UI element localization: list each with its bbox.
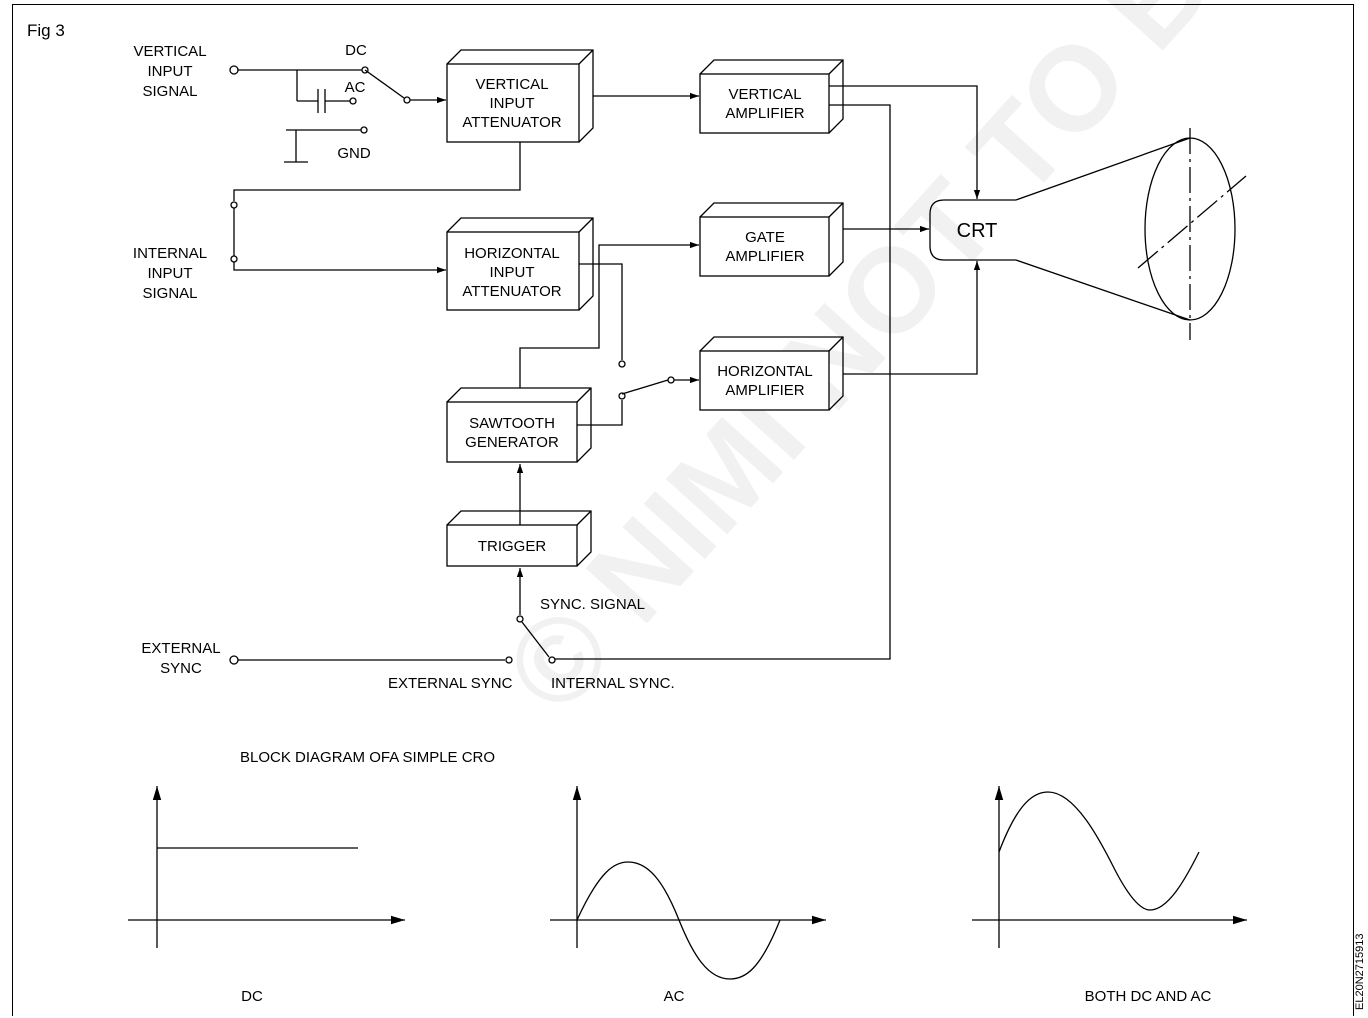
dc-waveform (128, 786, 405, 948)
vertical-amplifier: VERTICAL AMPLIFIER (699, 59, 844, 134)
internal-input-line1: INTERNAL (133, 245, 207, 262)
dc-ac-waveform (972, 786, 1247, 948)
vertical-attenuator-line1: VERTICAL (475, 76, 548, 93)
crt-tube (929, 128, 1247, 340)
trigger-block: TRIGGER (446, 510, 592, 567)
gate-amplifier-line1: GATE (745, 229, 785, 246)
watermark-text: © NIMI NOT TO BE REPUBLISHED (480, 0, 1368, 737)
sync-signal-label: SYNC. SIGNAL (540, 596, 645, 613)
ac-waveform (550, 786, 826, 980)
internal-input-line3: SIGNAL (142, 285, 197, 302)
external-sync-input-label: EXTERNAL SYNC (141, 640, 220, 677)
vertical-input-line2: INPUT (148, 63, 193, 80)
vertical-amplifier-line1: VERTICAL (728, 86, 801, 103)
external-sync-switch-label: EXTERNAL SYNC (388, 675, 513, 692)
vertical-input-line3: SIGNAL (142, 83, 197, 100)
gate-amplifier: GATE AMPLIFIER (699, 202, 844, 277)
gate-amplifier-line2: AMPLIFIER (725, 248, 804, 265)
dc-waveform-label: DC (241, 988, 263, 1005)
trigger-label: TRIGGER (478, 538, 547, 555)
vertical-input-attenuator: VERTICAL INPUT ATTENUATOR (446, 49, 594, 143)
horizontal-amplifier: HORIZONTAL AMPLIFIER (699, 336, 844, 411)
dc-switch-label: DC (345, 42, 367, 59)
horizontal-attenuator-line1: HORIZONTAL (464, 245, 560, 262)
signal-wiring (229, 85, 981, 665)
vertical-attenuator-line3: ATTENUATOR (462, 114, 561, 131)
figure-label: Fig 3 (27, 21, 65, 40)
crt-label: CRT (957, 220, 998, 242)
horizontal-amplifier-line2: AMPLIFIER (725, 382, 804, 399)
vertical-input-line1: VERTICAL (133, 43, 206, 60)
gnd-switch-label: GND (337, 145, 371, 162)
vertical-input-label: VERTICAL INPUT SIGNAL (133, 43, 206, 100)
sawtooth-line2: GENERATOR (465, 434, 559, 451)
vertical-attenuator-line2: INPUT (490, 95, 535, 112)
watermark: © NIMI NOT TO BE REPUBLISHED (480, 0, 1368, 737)
diagram-caption: BLOCK DIAGRAM OFA SIMPLE CRO (240, 749, 495, 766)
horizontal-attenuator-line2: INPUT (490, 264, 535, 281)
internal-sync-switch-label: INTERNAL SYNC. (551, 675, 675, 692)
ac-switch-label: AC (345, 79, 366, 96)
sawtooth-line1: SAWTOOTH (469, 415, 555, 432)
external-input-line1: EXTERNAL (141, 640, 220, 657)
horizontal-input-attenuator: HORIZONTAL INPUT ATTENUATOR (446, 217, 594, 311)
internal-input-line2: INPUT (148, 265, 193, 282)
sawtooth-generator: SAWTOOTH GENERATOR (446, 387, 592, 463)
figure-frame (12, 4, 1354, 1016)
image-code: EL20N2715913 (1354, 934, 1366, 1010)
ac-waveform-label: AC (664, 988, 685, 1005)
input-coupling-switch (229, 65, 446, 163)
horizontal-attenuator-line3: ATTENUATOR (462, 283, 561, 300)
internal-input-label: INTERNAL INPUT SIGNAL (133, 245, 207, 302)
horizontal-amplifier-line1: HORIZONTAL (717, 363, 813, 380)
dc-ac-waveform-label: BOTH DC AND AC (1085, 988, 1212, 1005)
vertical-amplifier-line2: AMPLIFIER (725, 105, 804, 122)
external-input-line2: SYNC (160, 660, 202, 677)
